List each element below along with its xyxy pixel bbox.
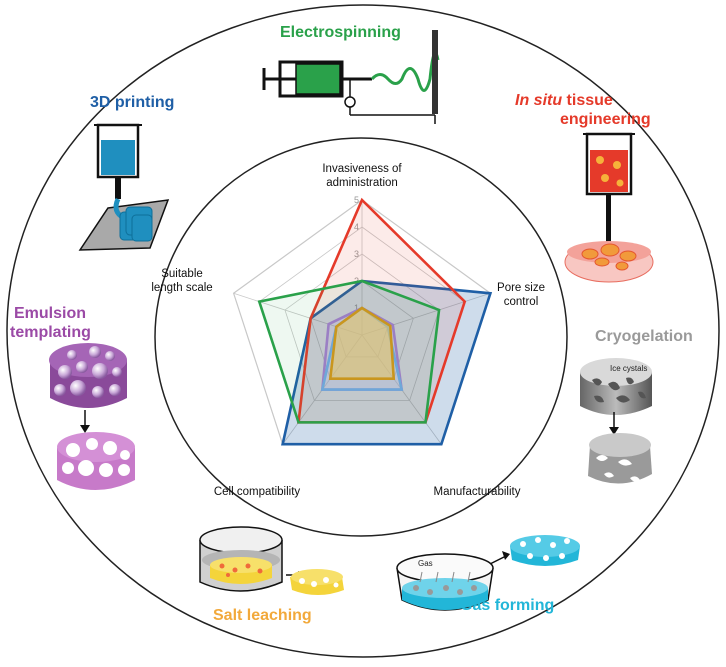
radar-grid-ring — [284, 253, 440, 401]
outer-circle — [6, 4, 720, 658]
radar-axis-label: Pore size — [497, 282, 545, 294]
radar-axis-label: Cell compatibility — [214, 486, 301, 498]
radar-series-5 — [328, 306, 396, 380]
syringe-fluid — [295, 63, 341, 95]
gas-label: Gas — [418, 559, 433, 568]
electrospinning-illustration: Electrospinning — [262, 24, 440, 124]
radar-tick-label: 4 — [354, 222, 359, 232]
insitu-syringe-fluid — [590, 150, 628, 192]
gas-forming-illustration: Gas Gas forming — [396, 535, 580, 614]
svg-text:In situ tissue: In situ tissue — [515, 92, 613, 109]
radar-tick-label: 5 — [354, 195, 359, 205]
radar-tick-label: 1 — [354, 303, 359, 313]
insitu-label-line2: engineering — [560, 111, 651, 128]
printing-3d-label: 3D printing — [90, 94, 174, 111]
voltage-source-icon — [344, 96, 356, 108]
printing-3d-illustration: 3D printing — [78, 94, 174, 251]
collector-plate — [432, 30, 438, 114]
salt-leaching-label: Salt leaching — [213, 607, 312, 624]
salt-leaching-illustration: Salt leaching — [199, 526, 344, 624]
radar-axis-label: Invasiveness of — [322, 163, 402, 175]
radar-axis-label: Suitable — [161, 268, 203, 280]
ice-crystals-label: Ice cystals — [610, 364, 647, 373]
radar-axis-label-line2: control — [504, 296, 539, 308]
radar-axis-label: Manufacturability — [434, 486, 521, 498]
emulsion-label-line2: templating — [10, 324, 91, 341]
printer-nozzle — [115, 177, 121, 199]
cryogelation-illustration: Cryogelation Ice cystals — [580, 328, 693, 484]
insitu-label-italic: In situ — [515, 92, 562, 109]
cryogelation-label: Cryogelation — [595, 328, 693, 345]
emulsion-label-line1: Emulsion — [14, 305, 86, 322]
gas-forming-label: Gas forming — [460, 597, 554, 614]
radar-axis-label-line2: length scale — [151, 282, 212, 294]
insitu-needle — [606, 194, 611, 246]
electrospinning-label: Electrospinning — [280, 24, 401, 41]
insitu-label-rest: tissue — [562, 92, 613, 109]
printed-scaffold — [119, 206, 153, 242]
radar-tick-label: 3 — [354, 249, 359, 259]
radar-axis-label-line2: administration — [326, 177, 398, 189]
printer-ink — [101, 140, 135, 175]
emulsion-illustration: Emulsion templating — [10, 305, 135, 490]
jet-wave — [370, 51, 440, 92]
insitu-illustration: In situ tissue engineering — [515, 92, 654, 283]
